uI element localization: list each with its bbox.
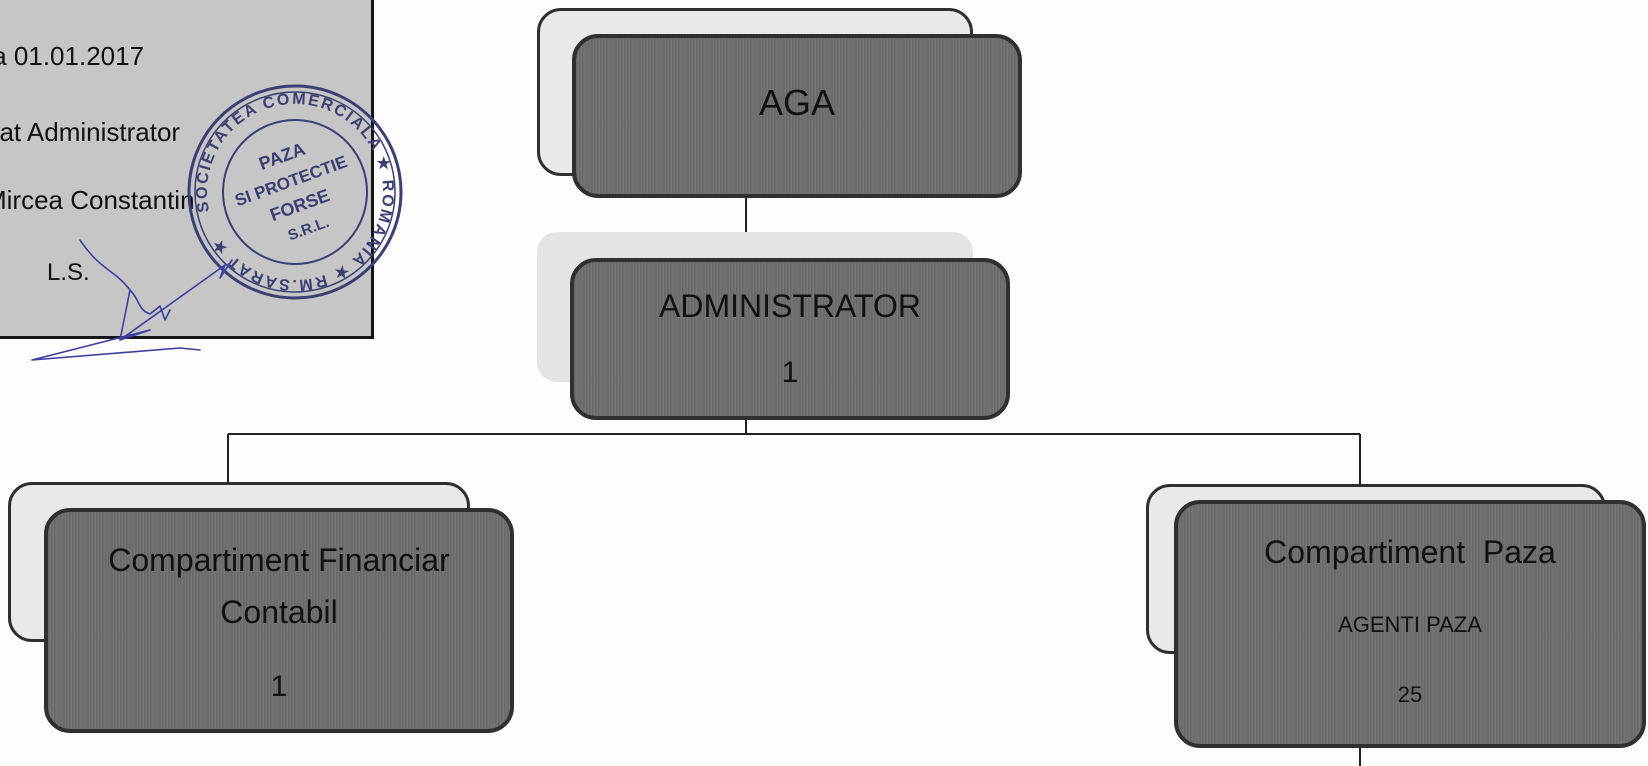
approval-date: ta 01.01.2017: [0, 41, 145, 71]
financiar-title-line2: Contabil: [220, 594, 338, 630]
administrator-count: 1: [781, 356, 799, 389]
approval-name: Mircea Constantin: [0, 185, 195, 215]
administrator-title: ADMINISTRATOR: [659, 288, 921, 324]
approval-role: bat Administrator: [0, 117, 181, 147]
administrator-node: ADMINISTRATOR 1: [570, 258, 1010, 420]
paza-count: 25: [1397, 682, 1423, 707]
paza-subtitle: AGENTI PAZA: [1338, 612, 1482, 637]
aga-title: AGA: [758, 82, 836, 123]
financiar-count: 1: [270, 670, 288, 703]
financiar-title-line1: Compartiment Financiar: [108, 542, 450, 578]
approval-ls: L.S.: [47, 259, 90, 286]
paza-node: Compartiment Paza AGENTI PAZA 25: [1174, 500, 1646, 748]
aga-node: AGA: [572, 34, 1022, 198]
paza-title: Compartiment Paza: [1264, 534, 1556, 570]
signature: [31, 239, 233, 361]
approval-box: ta 01.01.2017 bat Administrator Mircea C…: [0, 0, 374, 339]
financiar-node: Compartiment Financiar Contabil 1: [44, 508, 514, 733]
